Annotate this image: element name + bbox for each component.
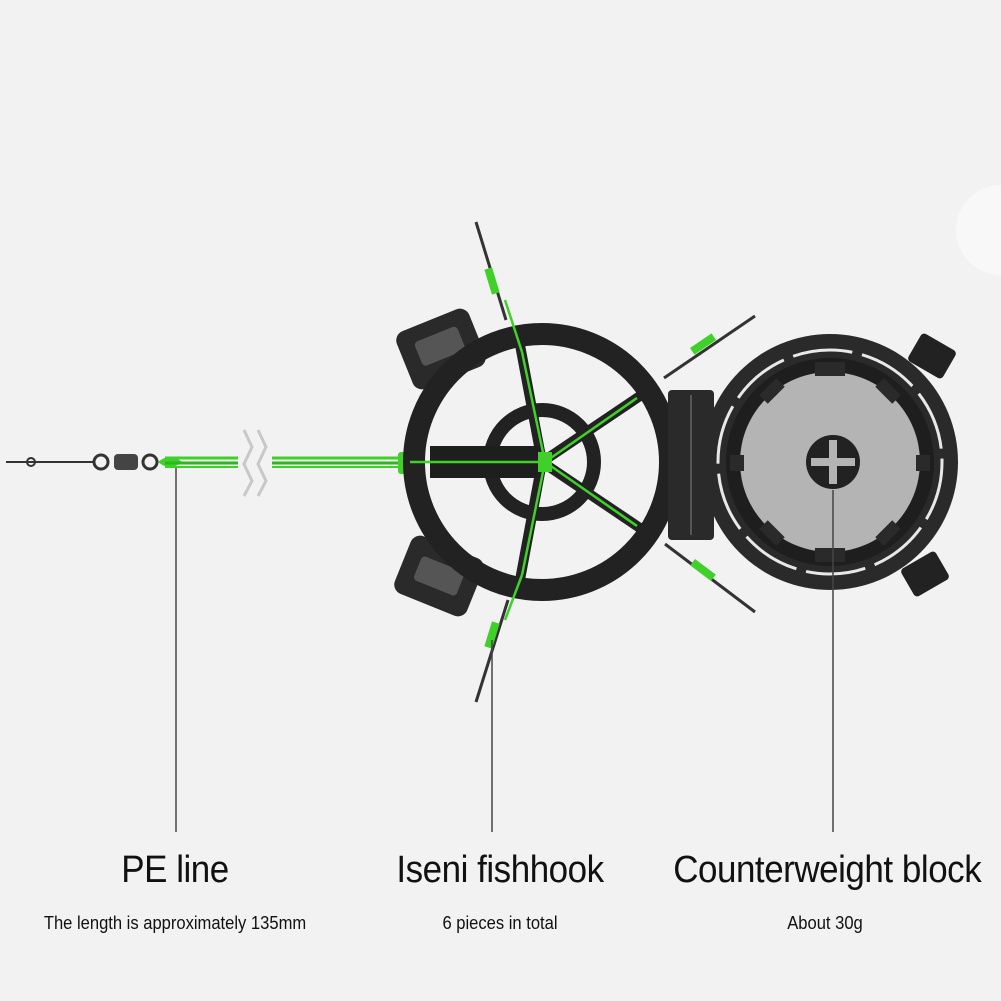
frame-tab-bottom-slot	[414, 556, 464, 596]
fishhook-caption: Iseni fishhook 6 pieces in total	[350, 848, 650, 934]
fishhook-subtitle: 6 pieces in total	[442, 913, 558, 933]
weight-clips	[730, 362, 930, 562]
weight-cross-v	[829, 440, 837, 484]
frame-center-binding	[538, 452, 552, 472]
swivel-barrel	[114, 454, 138, 470]
swivel-ring-right	[141, 453, 159, 471]
hook-frame	[394, 299, 681, 621]
counterweight-title: Counterweight block	[673, 849, 982, 891]
pe-line-title: PE line	[121, 849, 229, 891]
small-bead	[26, 457, 36, 467]
fishhook-title: Iseni fishhook	[396, 849, 604, 891]
counterweight-block	[702, 333, 958, 597]
frame-tab-top-slot	[414, 326, 465, 366]
counterweight-subtitle: About 30g	[787, 913, 863, 933]
weight-tab-top	[908, 333, 956, 379]
weight-tab-bottom	[901, 551, 949, 597]
pe-line-caption: PE line The length is approximately 135m…	[10, 848, 340, 934]
green-threads	[410, 299, 638, 621]
fishhook-3	[664, 542, 756, 614]
frame-spoke-4	[515, 461, 547, 581]
weight-ring-groove	[716, 348, 944, 576]
fishhooks	[474, 221, 756, 703]
fishhook-2	[663, 314, 756, 380]
fishhook-1	[474, 221, 508, 321]
background-highlight	[956, 185, 1001, 275]
counterweight-caption: Counterweight block About 30g	[660, 848, 990, 934]
line-break-mark	[238, 426, 272, 497]
pe-line-assembly	[6, 426, 414, 497]
pe-line-subtitle: The length is approximately 135mm	[43, 913, 307, 933]
swivel-ring-left	[92, 453, 110, 471]
